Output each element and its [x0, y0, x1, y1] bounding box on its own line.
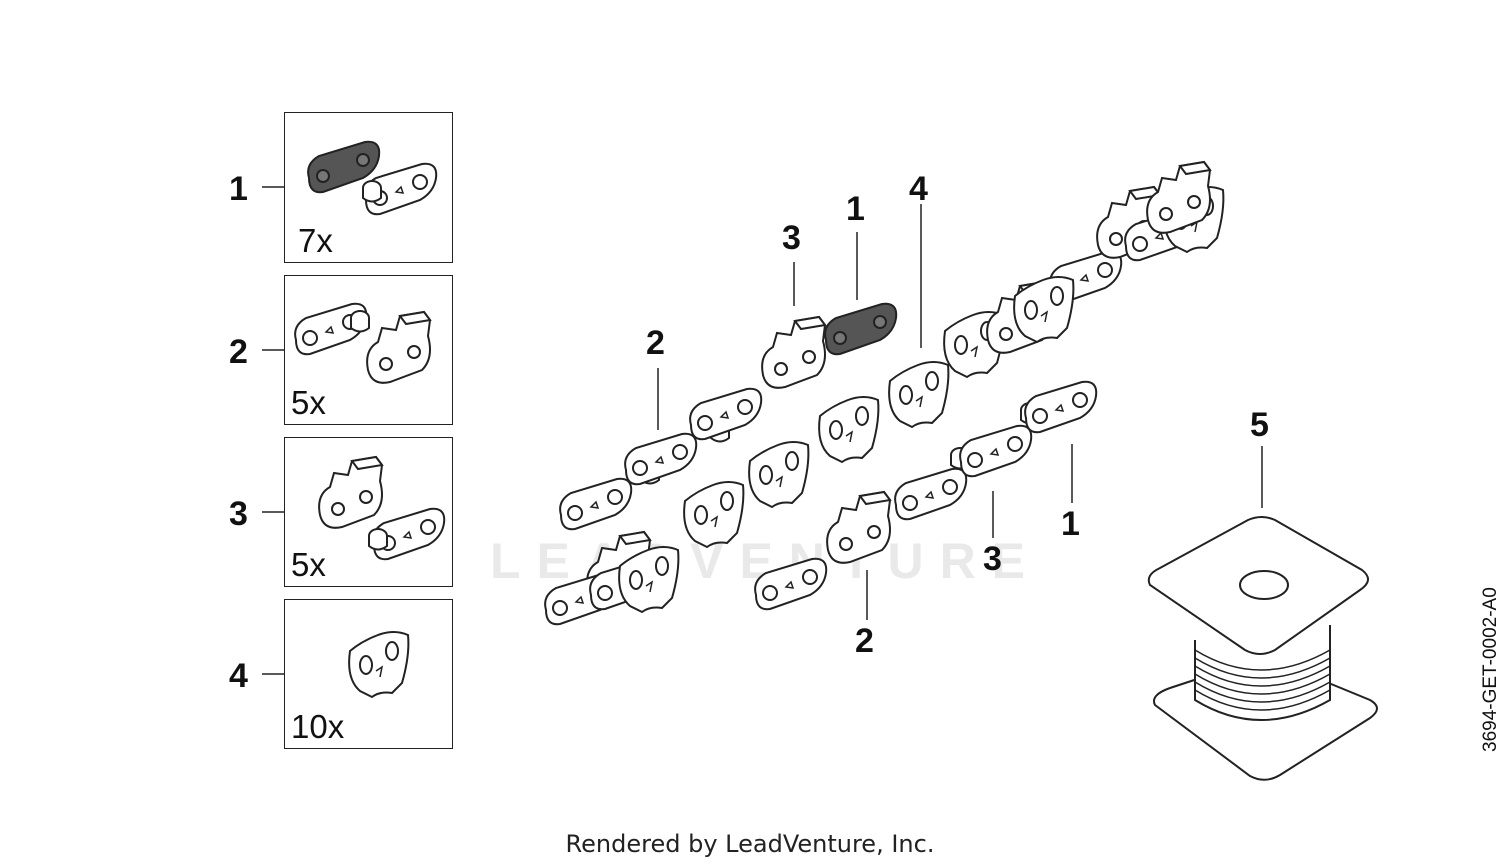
legend-number-3: 3 [229, 495, 248, 533]
legend-quantity-3: 5x [291, 546, 326, 583]
callout-upper-1[interactable]: 1 [846, 190, 865, 228]
legend-number-1: 1 [229, 170, 248, 208]
legend-part-3 [318, 456, 446, 561]
legend-quantity-4: 10x [291, 708, 345, 745]
legend-number-4: 4 [229, 657, 248, 695]
callout-spool-5[interactable]: 5 [1250, 406, 1269, 444]
legend-leaders [262, 186, 284, 675]
callout-leaders [657, 204, 1263, 620]
callout-lower-3[interactable]: 3 [983, 540, 1002, 578]
upper-chain [544, 161, 1225, 626]
legend-number-2: 2 [229, 333, 248, 371]
callout-lower-2[interactable]: 2 [855, 622, 874, 660]
callout-upper-2[interactable]: 2 [646, 324, 665, 362]
document-id: 3694-GET-0002-A0 [1480, 587, 1500, 752]
footer-credit: Rendered by LeadVenture, Inc. [565, 830, 935, 858]
chain-spool [1147, 516, 1378, 781]
legend-part-1 [307, 140, 438, 216]
legend-part-2 [294, 302, 431, 384]
callout-upper-3[interactable]: 3 [782, 219, 801, 257]
legend-part-4 [348, 631, 410, 698]
callout-upper-4[interactable]: 4 [909, 170, 928, 208]
legend-quantity-2: 5x [291, 384, 326, 421]
callout-lower-1[interactable]: 1 [1061, 505, 1080, 543]
legend-quantity-1: 7x [298, 222, 333, 259]
